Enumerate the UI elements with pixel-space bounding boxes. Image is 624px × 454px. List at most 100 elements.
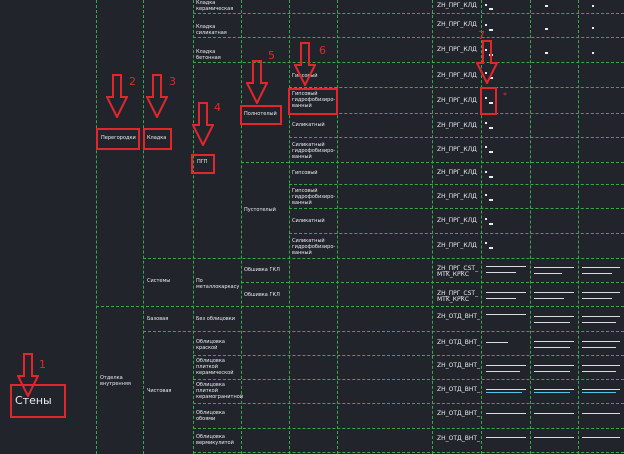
step-number-7: 7 — [478, 29, 485, 42]
grid-row-line — [193, 379, 624, 380]
code-cell: ZH_ПРГ_КЛД — [437, 21, 477, 28]
code-cell: ZH_ПРГ_КЛД — [437, 122, 477, 129]
arrow-down-icon — [17, 353, 39, 397]
highlight-walls — [10, 384, 66, 418]
grid-row-line — [241, 282, 624, 283]
code-cell: ZH_ПРГ_КЛД — [437, 46, 477, 53]
code-cell: ZH_ПРГ_СST_ MTK_КРКС — [437, 265, 479, 278]
asterisk-mark: * — [503, 91, 507, 100]
highlight-preview — [480, 87, 497, 115]
label-masonry: Кладка — [147, 135, 167, 141]
grid-row-line — [289, 137, 624, 138]
label-masonry-concrete: Кладка бетонная — [196, 49, 221, 61]
label-gypsum-2: Гипсовый — [292, 170, 318, 176]
label-base: Базовая — [147, 316, 169, 322]
label-silicate-1: Силикатный — [292, 122, 325, 128]
code-cell: ZH_ПРГ_КЛД — [437, 97, 477, 104]
step-number-1: 1 — [39, 358, 46, 371]
label-gypsum-hydro-1: Гипсовый гидрофобизиро- ванный — [292, 91, 336, 109]
step-number-6: 6 — [319, 44, 326, 57]
code-cell: ZH_ПРГ_СST_ MTK_КРКС — [437, 290, 479, 303]
arrow-down-icon — [246, 60, 268, 104]
grid-row-line — [143, 331, 624, 332]
code-cell: ZH_ПРГ_КЛД — [437, 169, 477, 176]
code-cell: ZH_ПРГ_КЛД — [437, 193, 477, 200]
label-finish: Чистовая — [147, 388, 172, 394]
label-on-metal-frame: По металлокаркасу — [196, 278, 240, 290]
label-hollow: Пустотелый — [244, 207, 276, 213]
label-lining-ceramic-tile: Облицовка плиткой керамической — [196, 358, 234, 376]
grid-column-line — [337, 0, 338, 454]
arrow-down-icon — [476, 40, 498, 84]
label-gkl-lining-1: Обшивка ГКЛ — [244, 267, 280, 273]
highlight-pgp — [191, 154, 215, 174]
code-cell: ZH_ОТД_ВНТ_ — [437, 339, 480, 346]
grid-row-line — [193, 62, 624, 63]
grid-row-line — [193, 452, 624, 453]
grid-column-line — [193, 0, 194, 454]
arrow-down-icon — [294, 42, 316, 86]
label-silicate-hydro-1: Силикатный гидрофобизиро- ванный — [292, 142, 336, 160]
label-full-body: Полнотелый — [244, 111, 277, 117]
label-gkl-lining-2: Обшивка ГКЛ — [244, 292, 280, 298]
step-number-2: 2 — [129, 75, 136, 88]
code-cell: ZH_ОТД_ВНТ_ — [437, 410, 480, 417]
label-partitions: Перегородки — [101, 135, 136, 141]
label-masonry-ceramic: Кладка керамическая — [196, 0, 234, 12]
label-silicate-hydro-2: Силикатный гидрофобизиро- ванный — [292, 238, 336, 256]
arrow-down-icon — [106, 74, 128, 118]
label-lining-vermiculite: Облицовка вермикулитой — [196, 434, 234, 446]
code-cell: ZH_ОТД_ВНТ_ — [437, 313, 480, 320]
grid-column-line — [241, 0, 242, 454]
grid-column-line — [289, 0, 290, 454]
highlight-masonry — [143, 128, 172, 150]
arrow-down-icon — [192, 102, 214, 146]
grid-row-line — [289, 113, 624, 114]
label-no-lining: Без облицовки — [196, 316, 236, 322]
grid-column-line — [578, 0, 579, 454]
label-gypsum-1: Гипсовый — [292, 73, 318, 79]
grid-column-line — [530, 0, 531, 454]
code-cell: ZH_ПРГ_КЛД — [437, 146, 477, 153]
code-cell: ZH_ПРГ_КЛД — [437, 2, 477, 9]
grid-column-line — [481, 0, 482, 454]
highlight-partitions — [96, 128, 140, 150]
grid-column-line — [96, 0, 97, 454]
label-walls: Стены — [15, 394, 52, 407]
label-lining-paint: Облицовка краской — [196, 339, 225, 351]
grid-row-line — [193, 403, 624, 404]
highlight-full-body — [240, 105, 282, 125]
code-cell: ZH_ОТД_ВНТ_ — [437, 362, 480, 369]
label-pgp: ПГП — [197, 159, 208, 165]
label-interior-finish: Отделка внутренняя — [100, 375, 131, 387]
code-cell: ZH_ПРГ_КЛД — [437, 217, 477, 224]
grid-row-line — [241, 162, 624, 163]
label-lining-wallpaper: Облицовка обоями — [196, 410, 225, 422]
label-gypsum-hydro-2: Гипсовый гидрофобизиро- ванный — [292, 188, 336, 206]
step-number-4: 4 — [214, 101, 221, 114]
grid-row-line — [193, 13, 624, 14]
label-systems: Системы — [147, 278, 171, 284]
highlight-gypsum-hydro — [288, 88, 338, 115]
grid-row-line — [193, 428, 624, 429]
grid-row-line — [289, 87, 624, 88]
grid-row-line — [289, 184, 624, 185]
label-silicate-2: Силикатный — [292, 218, 325, 224]
grid-row-line — [193, 355, 624, 356]
grid-row-line — [289, 233, 624, 234]
grid-row-line — [96, 306, 624, 307]
label-masonry-silicate: Кладка силикатная — [196, 24, 227, 36]
code-cell: ZH_ПРГ_КЛД — [437, 242, 477, 249]
grid-row-line — [193, 37, 624, 38]
code-cell: ZH_ПРГ_КЛД — [437, 72, 477, 79]
step-number-3: 3 — [169, 75, 176, 88]
code-cell: ZH_ОТД_ВНТ_ — [437, 386, 480, 393]
code-cell: ZH_ОТД_ВНТ_ — [437, 435, 480, 442]
grid-row-line — [143, 258, 624, 259]
grid-column-line — [432, 0, 433, 454]
grid-row-line — [289, 208, 624, 209]
grid-column-line — [143, 0, 144, 454]
label-lining-porcelain-tile: Облицовка плиткой керамогранитной — [196, 382, 244, 400]
step-number-5: 5 — [268, 49, 275, 62]
